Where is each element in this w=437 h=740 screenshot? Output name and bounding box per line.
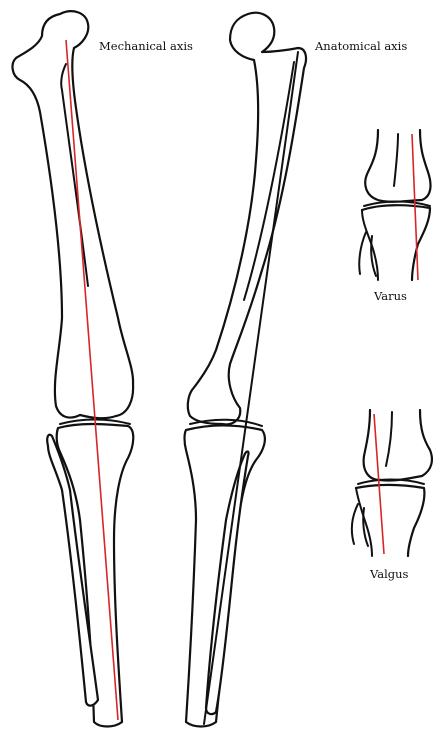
right-leg <box>185 13 307 727</box>
varus-label: Varus <box>373 289 407 303</box>
left-leg <box>13 11 134 726</box>
valgus-fibula <box>352 504 358 544</box>
left-femur <box>13 11 134 418</box>
valgus-label: Valgus <box>369 567 409 581</box>
right-femur <box>188 13 306 425</box>
valgus-tibia <box>356 485 424 556</box>
valgus-joint-line <box>358 480 424 485</box>
mechanical-axis-label: Mechanical axis <box>99 39 193 53</box>
varus-knee <box>359 130 430 280</box>
varus-fibula <box>359 232 366 274</box>
anatomical-axis-label: Anatomical axis <box>314 39 407 53</box>
valgus-knee <box>352 410 432 556</box>
